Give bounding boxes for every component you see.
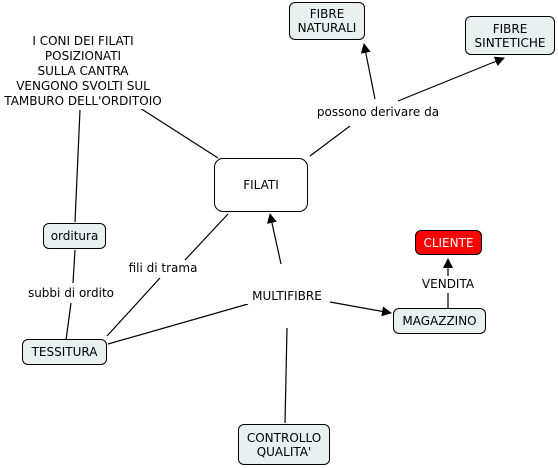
concept-magazzino[interactable]: MAGAZZINO xyxy=(393,308,486,334)
link-trama-filati xyxy=(184,213,229,261)
concept-fibre-sintetiche[interactable]: FIBRE SINTETICHE xyxy=(465,16,555,55)
link-coni-orditura xyxy=(74,109,81,223)
label-possono-derivare-da: possono derivare da xyxy=(316,105,440,120)
concept-controllo-qualita[interactable]: CONTROLLO QUALITA' xyxy=(238,424,330,465)
label-vendita: VENDITA xyxy=(418,277,478,292)
link-derivare-naturali xyxy=(360,43,376,100)
concept-cliente[interactable]: CLIENTE xyxy=(415,230,482,255)
link-orditura-ordito xyxy=(72,249,76,284)
link-multifibre-controllo xyxy=(284,327,288,424)
label-coni-dei-filati: I CONI DEI FILATI POSIZIONATI SULLA CANT… xyxy=(0,34,166,109)
concept-orditura[interactable]: orditura xyxy=(43,223,106,249)
concept-filati-label: FILATI xyxy=(243,178,279,192)
link-multifibre-magazzino xyxy=(329,301,392,317)
link-tessitura-trama xyxy=(106,277,161,337)
label-subbi-di-ordito: subbi di ordito xyxy=(25,286,117,301)
concept-fibre-naturali[interactable]: FIBRE NATURALI xyxy=(289,2,365,40)
concept-filati[interactable]: FILATI xyxy=(214,158,308,212)
link-multifibre-filati xyxy=(267,213,282,265)
link-coni-filati xyxy=(139,107,219,159)
label-multifibre: MULTIFIBRE xyxy=(246,289,328,304)
label-fili-di-trama: fili di trama xyxy=(126,261,200,276)
link-ordito-tessitura xyxy=(65,302,72,341)
link-derivare-sintetiche xyxy=(397,56,505,102)
concept-tessitura[interactable]: TESSITURA xyxy=(22,339,107,365)
link-tessitura-multifibre xyxy=(107,303,249,345)
link-filati-derivare xyxy=(309,125,351,157)
